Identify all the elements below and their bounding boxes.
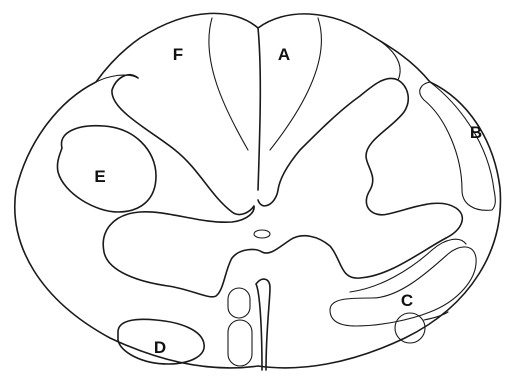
ventral-root-circle: [395, 313, 425, 343]
dorsal-column-division-left: [209, 18, 248, 150]
dorsal-median-sulcus: [258, 28, 260, 190]
region-e-outline: [57, 126, 156, 212]
right-dorsal-root-zone: [372, 36, 400, 80]
ventral-column-small-left-bottom: [228, 320, 252, 366]
label-e: E: [94, 167, 105, 186]
ventral-median-fissure: [256, 279, 270, 370]
label-a: A: [278, 45, 290, 64]
region-c-inner-band: [350, 239, 466, 292]
label-d: D: [154, 338, 166, 357]
ventral-column-small-left-top: [228, 288, 250, 318]
label-c: C: [401, 291, 413, 310]
label-f: F: [173, 45, 183, 64]
central-canal: [254, 230, 270, 238]
gray-matter-outline: [103, 75, 462, 297]
label-b: B: [470, 123, 482, 142]
dorsal-column-division-right: [270, 18, 321, 150]
